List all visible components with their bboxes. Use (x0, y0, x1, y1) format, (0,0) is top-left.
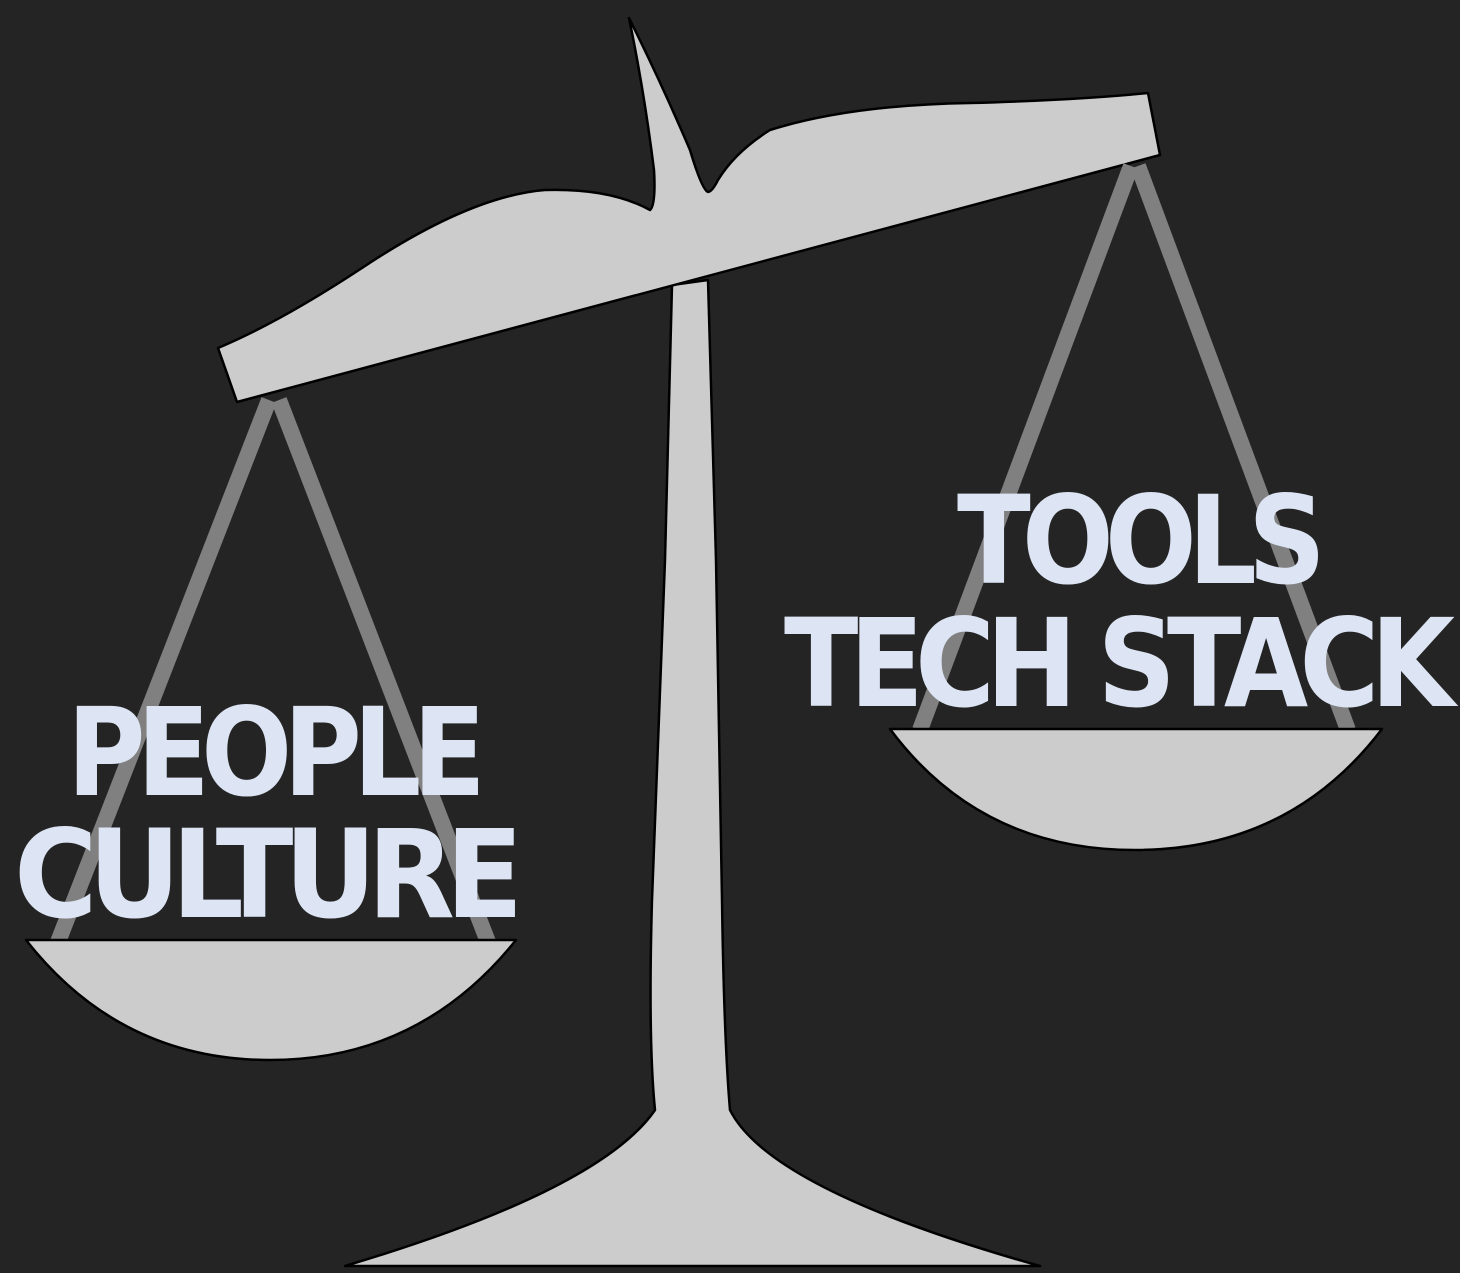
scale-beam (216, 16, 1162, 404)
left-pan-label-line-2: CULTURE (14, 804, 516, 946)
right-pan-label-line-1: TOOLS (957, 470, 1318, 612)
right-pan (888, 727, 1384, 852)
right-chain-inner (1130, 163, 1356, 733)
left-pan-label-line-1: PEOPLE (67, 682, 478, 824)
right-chain-outer (912, 163, 1139, 733)
right-pan-label-line-2: TECH STACK (784, 593, 1459, 735)
left-chain-outer (50, 397, 277, 945)
scale-stand (343, 278, 1042, 1268)
left-pan (24, 938, 518, 1062)
left-chain-inner (271, 397, 496, 945)
